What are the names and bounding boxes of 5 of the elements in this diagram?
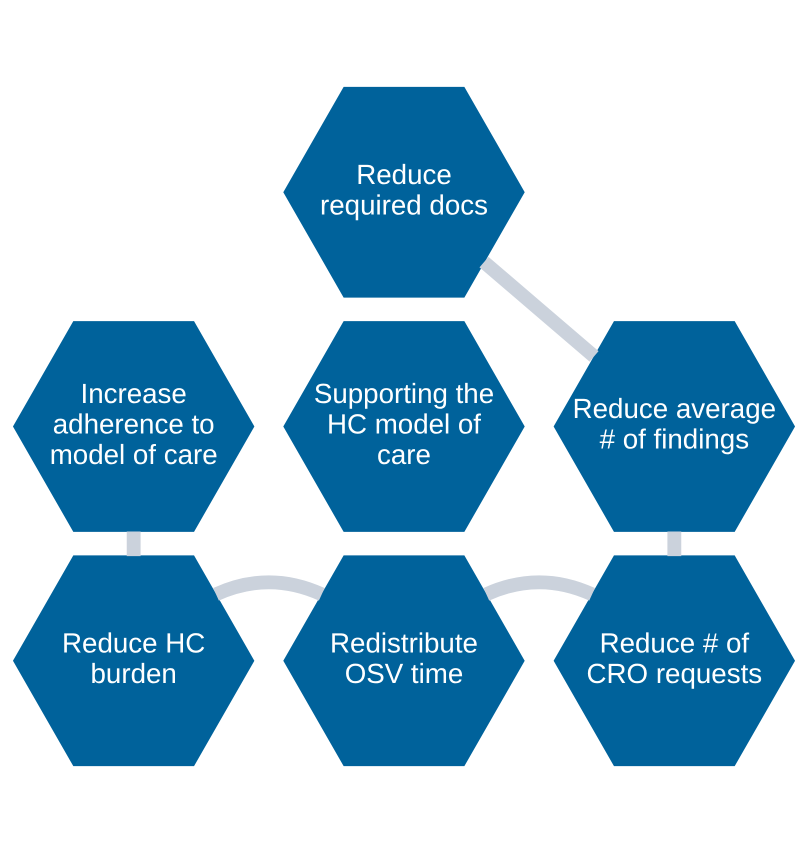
connector bbox=[667, 530, 682, 556]
connector bbox=[480, 256, 599, 362]
connector bbox=[484, 574, 595, 600]
connector bbox=[213, 574, 324, 600]
connector bbox=[126, 530, 141, 556]
